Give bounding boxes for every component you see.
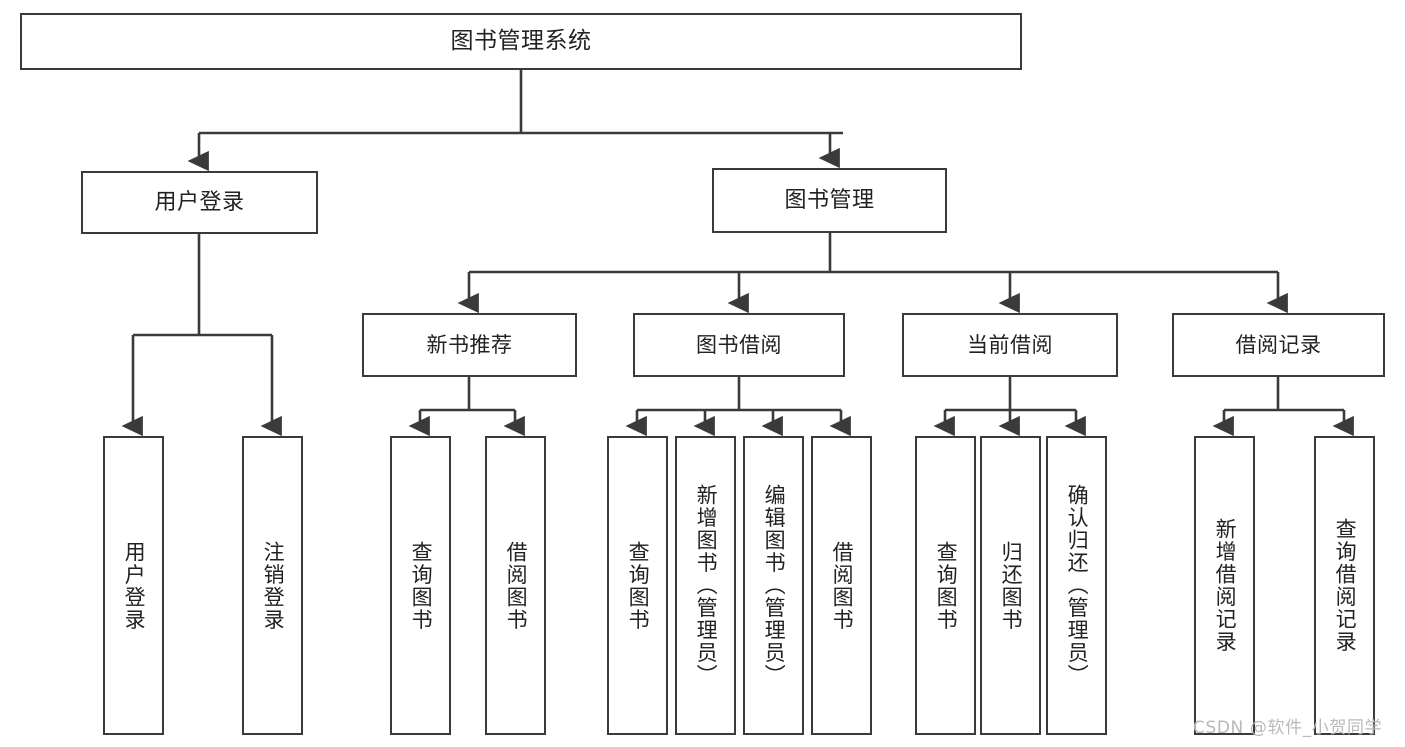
node-label: 借阅图书 <box>830 540 855 631</box>
leaf-current-borrow-return[interactable]: 归还图书 <box>980 436 1041 735</box>
leaf-current-borrow-confirm-return[interactable]: 确认归还（管理员） <box>1046 436 1107 735</box>
node-current-borrow[interactable]: 当前借阅 <box>902 313 1118 377</box>
node-book-borrow[interactable]: 图书借阅 <box>633 313 845 377</box>
node-book-management[interactable]: 图书管理 <box>712 168 947 233</box>
node-label: 图书管理 <box>784 187 875 213</box>
node-label: 借阅记录 <box>1235 332 1322 357</box>
node-label: 查询图书 <box>626 540 651 631</box>
node-label: 新增借阅记录 <box>1213 518 1238 653</box>
node-label: 新增图书（管理员） <box>694 484 719 687</box>
node-label: 注销登录 <box>261 540 286 631</box>
node-label: 查询图书 <box>409 540 434 631</box>
leaf-borrow-record-query[interactable]: 查询借阅记录 <box>1314 436 1375 735</box>
node-label: 查询借阅记录 <box>1333 518 1358 653</box>
leaf-book-borrow-borrow[interactable]: 借阅图书 <box>811 436 872 735</box>
csdn-watermark: CSDN @软件_小贺同学 <box>1193 718 1383 738</box>
node-borrow-record[interactable]: 借阅记录 <box>1172 313 1385 377</box>
node-label: 用户登录 <box>154 189 245 215</box>
leaf-book-borrow-add[interactable]: 新增图书（管理员） <box>675 436 736 735</box>
leaf-user-login-logout[interactable]: 注销登录 <box>242 436 303 735</box>
leaf-borrow-record-add[interactable]: 新增借阅记录 <box>1194 436 1255 735</box>
leaf-new-book-query[interactable]: 查询图书 <box>390 436 451 735</box>
node-label: 新书推荐 <box>426 332 513 357</box>
leaf-book-borrow-query[interactable]: 查询图书 <box>607 436 668 735</box>
node-label: 查询图书 <box>934 540 959 631</box>
node-label: 归还图书 <box>999 540 1024 631</box>
leaf-new-book-borrow[interactable]: 借阅图书 <box>485 436 546 735</box>
leaf-book-borrow-edit[interactable]: 编辑图书（管理员） <box>743 436 804 735</box>
node-new-book-recommend[interactable]: 新书推荐 <box>362 313 577 377</box>
node-label: 用户登录 <box>122 540 147 631</box>
node-user-login[interactable]: 用户登录 <box>81 171 318 234</box>
node-label: 借阅图书 <box>504 540 529 631</box>
leaf-current-borrow-query[interactable]: 查询图书 <box>915 436 976 735</box>
node-label: 编辑图书（管理员） <box>762 484 787 687</box>
node-label: 确认归还（管理员） <box>1065 484 1090 687</box>
leaf-user-login-login[interactable]: 用户登录 <box>103 436 164 735</box>
node-label: 图书借阅 <box>696 332 782 357</box>
node-label: 当前借阅 <box>967 332 1053 357</box>
node-label: 图书管理系统 <box>450 28 592 55</box>
node-root-system[interactable]: 图书管理系统 <box>20 13 1022 70</box>
